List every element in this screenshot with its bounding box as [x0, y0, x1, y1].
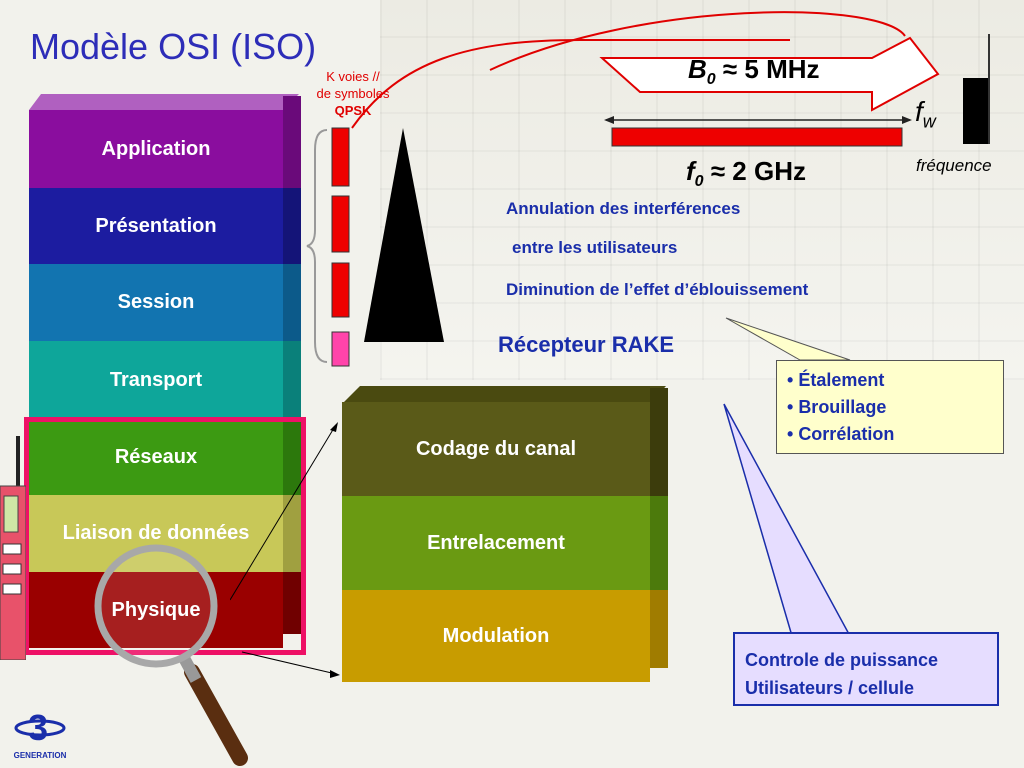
kvoies-line2: de symboles [316, 86, 390, 101]
bullet-correlation: • Corrélation [787, 424, 895, 444]
phy-layer-codage[interactable]: Codage du canal [342, 402, 650, 496]
osi-layer-application[interactable]: Application [29, 110, 283, 188]
kvoies-line1: K voies // [326, 69, 380, 84]
kvoies-label: K voies // de symboles QPSK [298, 68, 408, 119]
f0-value: ≈ 2 GHz [710, 156, 806, 186]
osi-layer-transport[interactable]: Transport [29, 341, 283, 419]
note-line2: entre les utilisateurs [512, 238, 678, 257]
osi-layer-session[interactable]: Session [29, 264, 283, 341]
osi-layer-liaison[interactable]: Liaison de données [29, 495, 283, 572]
osi-layer-reseaux[interactable]: Réseaux [29, 419, 283, 495]
logo: 3 GENERATION [12, 706, 68, 764]
f0-symbol: f [686, 156, 695, 186]
bullet-text-brouillage: Brouillage [798, 397, 887, 417]
fw-symbol: f [915, 96, 923, 127]
osi-side-reseaux [283, 419, 301, 495]
bullet-text-correlation: Corrélation [798, 424, 895, 444]
highlight-frame [24, 417, 306, 655]
phy-stack-top [342, 386, 666, 404]
rake-label: Récepteur RAKE [498, 332, 675, 357]
osi-side-application [283, 96, 301, 188]
osi-layer-presentation[interactable]: Présentation [29, 188, 283, 264]
f0-subscript: 0 [694, 173, 704, 191]
logo-3g-icon: 3 [14, 707, 66, 748]
zoom-lines [230, 422, 340, 678]
osi-side-liaison [283, 495, 301, 572]
power-line1: Controle de puissance [745, 650, 939, 670]
carrier-label: f0 ≈ 2 GHz [686, 156, 806, 191]
bandwidth-label: B0 ≈ 5 MHz [688, 54, 820, 89]
phy-layer-modulation[interactable]: Modulation [342, 590, 650, 682]
phone-icon [0, 436, 26, 660]
phy-side-codage [650, 388, 668, 496]
b0-symbol: B [688, 54, 707, 84]
b0-subscript: 0 [706, 71, 716, 89]
phy-side-entrelacement [650, 496, 668, 590]
bullet-text-etalement: Étalement [798, 370, 885, 390]
features-box: • Étalement • Brouillage • Corrélation [776, 360, 1004, 454]
logo-digit: 3 [28, 707, 48, 746]
osi-side-transport [283, 341, 301, 419]
fw-subscript: w [922, 111, 936, 132]
note-line3: Diminution de l’effet d’éblouissement [506, 280, 809, 299]
bullet-etalement: • Étalement [787, 370, 885, 390]
power-box: Controle de puissance Utilisateurs / cel… [733, 632, 999, 706]
note-line1: Annulation des interférences [506, 199, 741, 218]
bullet-brouillage: • Brouillage [787, 397, 887, 417]
osi-side-session [283, 264, 301, 341]
phy-side-modulation [650, 590, 668, 668]
frequency-label: fréquence [916, 156, 992, 175]
magnifier-icon [94, 544, 248, 766]
power-line2: Utilisateurs / cellule [745, 678, 915, 698]
osi-stack-top [29, 94, 299, 110]
osi-layer-physique[interactable]: Physique [29, 572, 283, 648]
spreading-triangle [364, 128, 444, 342]
fw-axis [988, 34, 990, 144]
phy-layer-entrelacement[interactable]: Entrelacement [342, 496, 650, 590]
bandwidth-bar [604, 116, 912, 147]
symbol-channels [306, 127, 350, 367]
osi-side-presentation [283, 188, 301, 264]
spectrum-arrow [351, 11, 940, 129]
fw-label: fw [915, 96, 936, 133]
osi-side-physique [283, 572, 301, 634]
fw-block [963, 78, 989, 144]
logo-text: GENERATION [13, 751, 67, 760]
b0-value: ≈ 5 MHz [722, 54, 820, 84]
page-title: Modèle OSI (ISO) [30, 26, 317, 67]
